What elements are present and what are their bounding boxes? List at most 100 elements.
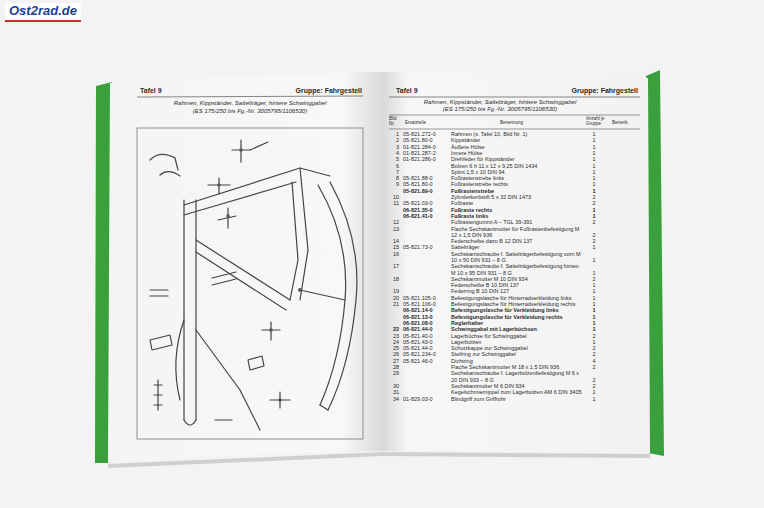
figure-number: 34: [388, 396, 399, 402]
part-number: 05-821.44-0: [403, 345, 433, 351]
figure-number: 1: [388, 131, 399, 137]
part-name: Federscheibe dazu B 12 DIN 137: [451, 238, 583, 244]
quantity: 1: [588, 326, 600, 332]
part-name: Sechskantschraube f. Lagerbolzenbefestig…: [451, 370, 583, 383]
figure-number: 16: [388, 251, 399, 257]
part-number: 05-821.89-0: [403, 188, 433, 194]
part-number: 06-821.14-0: [403, 307, 433, 313]
figure-number: 23: [388, 333, 399, 339]
left-page: [108, 72, 383, 463]
quantity: 1: [588, 270, 600, 276]
column-header: Ersatzteile: [405, 120, 426, 125]
part-name: Befestigungslasche für Verkleidung recht…: [451, 314, 583, 320]
figure-number: 8: [388, 175, 399, 181]
logo-text: Ost2rad.de: [9, 4, 77, 19]
quantity: 2: [588, 238, 600, 244]
group-heading: Gruppe: Fahrgestell: [571, 87, 638, 95]
figure-number: 3: [388, 144, 399, 150]
part-number: 05-821.03-0: [403, 200, 433, 206]
quantity: 1: [588, 144, 600, 150]
part-name: Befestigungslasche für Hinterradverkleid…: [451, 301, 583, 307]
header-rule: [137, 96, 363, 97]
quantity: 2: [588, 232, 600, 238]
quantity: 1: [588, 314, 600, 320]
figure-number: 10: [388, 194, 399, 200]
shop-logo: Ost2rad.de: [5, 3, 81, 22]
right-page: [383, 72, 650, 453]
figure-number: 5: [388, 156, 399, 162]
part-name: Federscheibe B 10 DIN 137: [451, 282, 583, 288]
quantity: 1: [588, 288, 600, 294]
quantity: 2: [588, 383, 600, 389]
figure-number: 9: [388, 181, 399, 187]
figure-number: 18: [388, 276, 399, 282]
column-header: Anzahl je Gruppe: [586, 117, 606, 127]
quantity: 1: [588, 257, 600, 263]
part-name: Schwinggabel mit Lagerbüchsen: [451, 326, 583, 332]
figure-number: 7: [388, 169, 399, 175]
part-name: Sechskantmutter M 10 DIN 934: [451, 276, 583, 282]
quantity: 1: [588, 131, 600, 137]
part-number: 05-821.40-0: [403, 333, 433, 339]
part-name: Kippständer: [451, 137, 583, 143]
bolt-dots: [217, 148, 302, 402]
part-number: 05-821.272-0: [403, 131, 436, 137]
frame-illustration: [150, 140, 357, 430]
figure-number: 20: [388, 295, 399, 301]
part-name: Fußrastenstrebe links: [451, 175, 583, 181]
part-name: Fußrastenstrebe: [451, 188, 583, 194]
figure-number: 15: [388, 244, 399, 250]
quantity: 1: [588, 150, 600, 156]
figure-number: 21: [388, 301, 399, 307]
part-name: Fußraste rechts: [451, 207, 583, 213]
part-number: 06-821.44-0: [403, 326, 433, 332]
part-number: 05-821.80-0: [403, 181, 433, 187]
figure-number: 14: [388, 238, 399, 244]
part-name: Sechskantschraube f. Sattelträgerbefesti…: [451, 251, 583, 264]
part-number: 06-821.13-0: [403, 314, 433, 320]
table-rule: [389, 115, 640, 116]
part-name: Lagerbüchse für Schwinggabel: [451, 333, 583, 339]
column-header: Benennung: [500, 120, 523, 125]
part-name: Sechskantschraube f. Sattelträgerbefesti…: [451, 263, 583, 276]
part-name: Reglerhalter: [451, 320, 583, 326]
part-name: Zylinderkerbstift 5 x 32 DIN 1473: [451, 194, 583, 200]
part-name: Flache Sechskantmutter M 18 x 1,5 DIN 93…: [451, 364, 583, 370]
quantity: 1: [588, 181, 600, 187]
figure-number: 6: [388, 163, 399, 169]
figure-number: 30: [388, 383, 399, 389]
part-name: Dichtring: [451, 358, 583, 364]
part-number: 05-821.106-0: [403, 301, 436, 307]
quantity: 2: [588, 333, 600, 339]
plate-title: Rahmen, Kippständer, Sattelträger, hinte…: [424, 99, 576, 106]
part-number: 05-821.234-0: [403, 351, 436, 357]
plate-subtitle: (ES 175/250 bis Fg.-Nr. 3005795/1106530): [193, 108, 307, 115]
part-name: Fußraste links: [451, 213, 583, 219]
header-rule: [389, 97, 640, 98]
part-name: Lagerbolzen: [451, 339, 583, 345]
figure-number: 19: [388, 288, 399, 294]
quantity: 2: [588, 276, 600, 282]
table-rule: [389, 129, 640, 130]
figure-number: 25: [388, 345, 399, 351]
quantity: 1: [588, 188, 600, 194]
column-header: Bemerk.: [612, 120, 629, 125]
figure-number: 27: [388, 358, 399, 364]
part-name: Befestigungslasche für Hinterradverkleid…: [451, 295, 583, 301]
quantity: 4: [588, 358, 600, 364]
part-number: 05-821.43-0: [403, 339, 433, 345]
plate-number: Tafel 9: [396, 87, 418, 95]
part-name: Bolzen 6 h 11 x 12 x 9,25 DIN 1434: [451, 163, 583, 169]
part-name: Fußrastengummi A – TGL 39-391: [451, 219, 583, 225]
quantity: 1: [588, 282, 600, 288]
figure-number: 2: [388, 137, 399, 143]
part-name: Rahmen (s. Tafel 10, Bild Nr. 1): [451, 131, 583, 137]
quantity: 2: [588, 345, 600, 351]
plate-subtitle: (ES 175/250 bis Fg.-Nr. 3005795/1106530): [443, 106, 557, 113]
quantity: 1: [588, 156, 600, 162]
part-name: Flache Sechskantmutter für Fußrastenbefe…: [451, 226, 583, 239]
quantity: 1: [588, 320, 600, 326]
part-number: 06-821.41-0: [403, 213, 433, 219]
figure-number: 26: [388, 351, 399, 357]
figure-number: 12: [388, 219, 399, 225]
